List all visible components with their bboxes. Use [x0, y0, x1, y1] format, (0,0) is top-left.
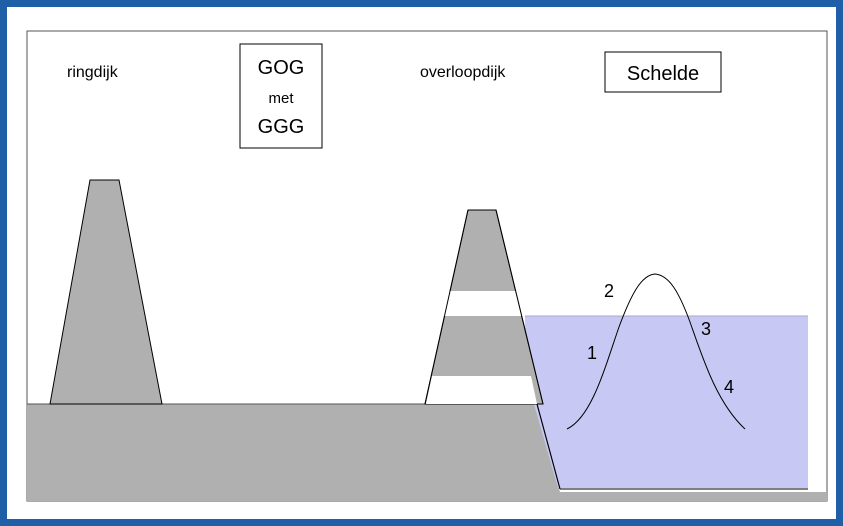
overloopdijk-band-upper [442, 291, 522, 316]
overloopdijk-band-lower [426, 376, 537, 404]
tide-curve [566, 273, 746, 430]
embankment-slope [536, 403, 561, 490]
curve-point-4: 4 [724, 377, 734, 397]
curve-point-3: 3 [701, 319, 711, 339]
gog-label-line1: GOG [258, 57, 305, 79]
dike-diagram: ringdijk GOG met GGG overloopdijk Scheld… [26, 30, 828, 502]
schelde-box [604, 51, 722, 93]
gog-ggg-box [239, 43, 323, 149]
schelde-water [525, 316, 808, 488]
gog-label-line3: GGG [258, 116, 305, 138]
overloopdijk-right-edge [495, 209, 544, 405]
ground-polder [27, 404, 827, 501]
overloopdijk-label: overloopdijk [420, 64, 506, 81]
curve-point-1: 1 [587, 343, 597, 363]
diagram-panel: ringdijk GOG met GGG overloopdijk Scheld… [7, 7, 836, 519]
ringdijk-shape [49, 179, 163, 405]
schelde-label: Schelde [627, 63, 699, 85]
curve-point-2: 2 [604, 281, 614, 301]
gog-label-line2: met [268, 90, 294, 107]
overloopdijk-left-edge [424, 209, 469, 405]
ringdijk-label: ringdijk [67, 64, 119, 81]
